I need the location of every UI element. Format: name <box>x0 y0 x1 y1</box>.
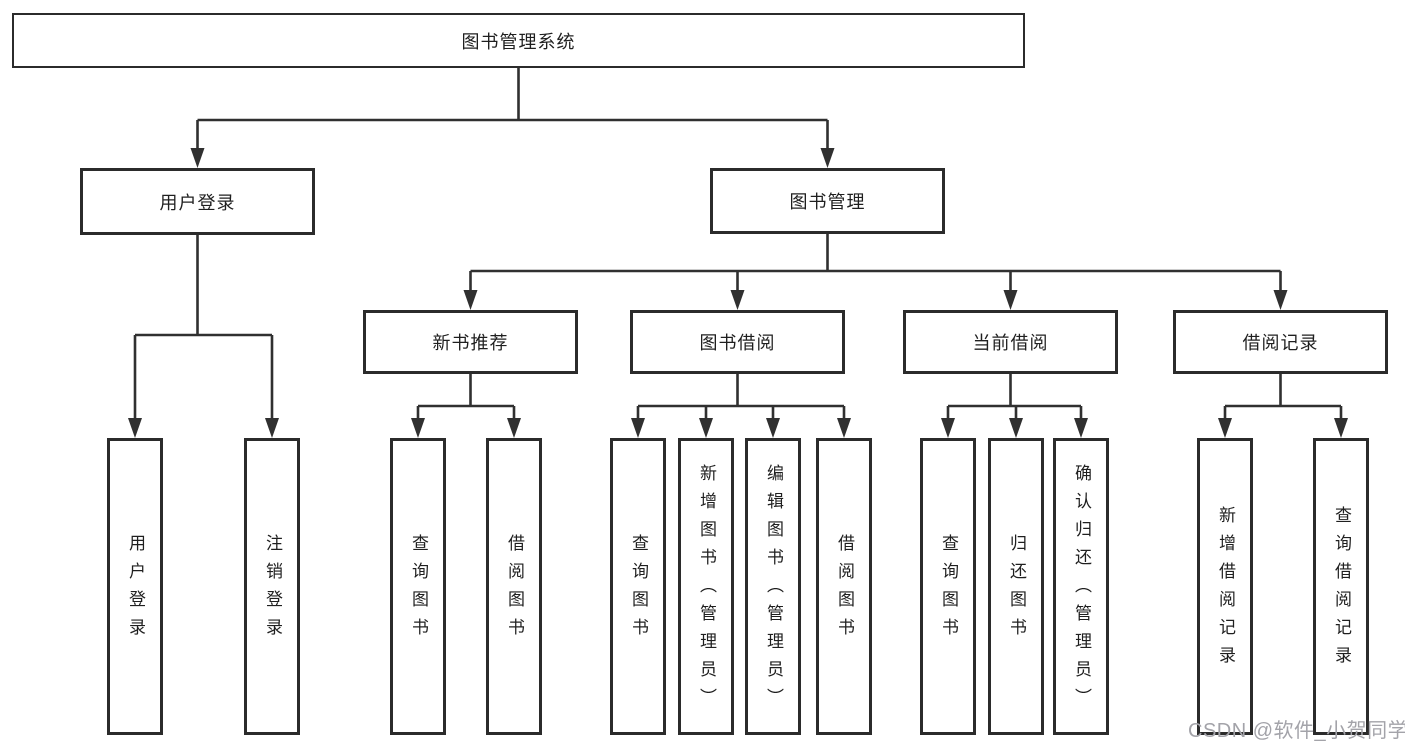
node-leaf-add-book-admin: 新增图书（管理员） <box>678 438 734 735</box>
arrowhead <box>941 418 955 438</box>
arrowhead <box>1218 418 1232 438</box>
arrowhead <box>837 418 851 438</box>
node-leaf-confirm-return-admin: 确认归还（管理员） <box>1053 438 1109 735</box>
node-leaf-edit-book-admin: 编辑图书（管理员） <box>745 438 801 735</box>
node-leaf-query-borrow-record: 查询借阅记录 <box>1313 438 1369 735</box>
connector-book-management-to-categories <box>463 234 1288 310</box>
connector-book-borrowing-to-leaves <box>631 374 851 438</box>
node-leaf-query-book-rec: 查询图书 <box>390 438 446 735</box>
connector-borrowing-records-to-leaves <box>1218 374 1348 438</box>
connector-root-to-level2 <box>190 68 835 168</box>
arrowhead <box>766 418 780 438</box>
node-leaf-add-borrow-record: 新增借阅记录 <box>1197 438 1253 735</box>
csdn-watermark: CSDN @软件_小贺同学 <box>1188 720 1405 742</box>
node-user-login: 用户登录 <box>80 168 315 235</box>
arrowhead <box>699 418 713 438</box>
arrowhead <box>128 418 142 438</box>
arrowhead <box>463 290 478 310</box>
node-new-book-recommendation: 新书推荐 <box>363 310 578 374</box>
node-book-management: 图书管理 <box>710 168 945 234</box>
node-leaf-borrow-book-rec: 借阅图书 <box>486 438 542 735</box>
node-leaf-query-book-borrow: 查询图书 <box>610 438 666 735</box>
node-leaf-return-book: 归还图书 <box>988 438 1044 735</box>
connector-user-login-to-leaves <box>128 235 279 438</box>
arrowhead <box>1009 418 1023 438</box>
arrowhead <box>730 290 745 310</box>
node-current-borrowing: 当前借阅 <box>903 310 1118 374</box>
connector-new-book-rec-to-leaves <box>411 374 521 438</box>
node-leaf-logout: 注销登录 <box>244 438 300 735</box>
arrowhead <box>190 148 205 168</box>
arrowhead <box>507 418 521 438</box>
node-leaf-user-login: 用户登录 <box>107 438 163 735</box>
arrowhead <box>1003 290 1018 310</box>
connector-current-borrowing-to-leaves <box>941 374 1088 438</box>
arrowhead <box>265 418 279 438</box>
node-leaf-query-book-current: 查询图书 <box>920 438 976 735</box>
arrowhead <box>1273 290 1288 310</box>
arrowhead <box>411 418 425 438</box>
arrowhead <box>1334 418 1348 438</box>
node-root: 图书管理系统 <box>12 13 1025 68</box>
arrowhead <box>1074 418 1088 438</box>
arrowhead <box>631 418 645 438</box>
node-book-borrowing: 图书借阅 <box>630 310 845 374</box>
node-borrowing-records: 借阅记录 <box>1173 310 1388 374</box>
arrowhead <box>820 148 835 168</box>
node-leaf-borrow-book: 借阅图书 <box>816 438 872 735</box>
